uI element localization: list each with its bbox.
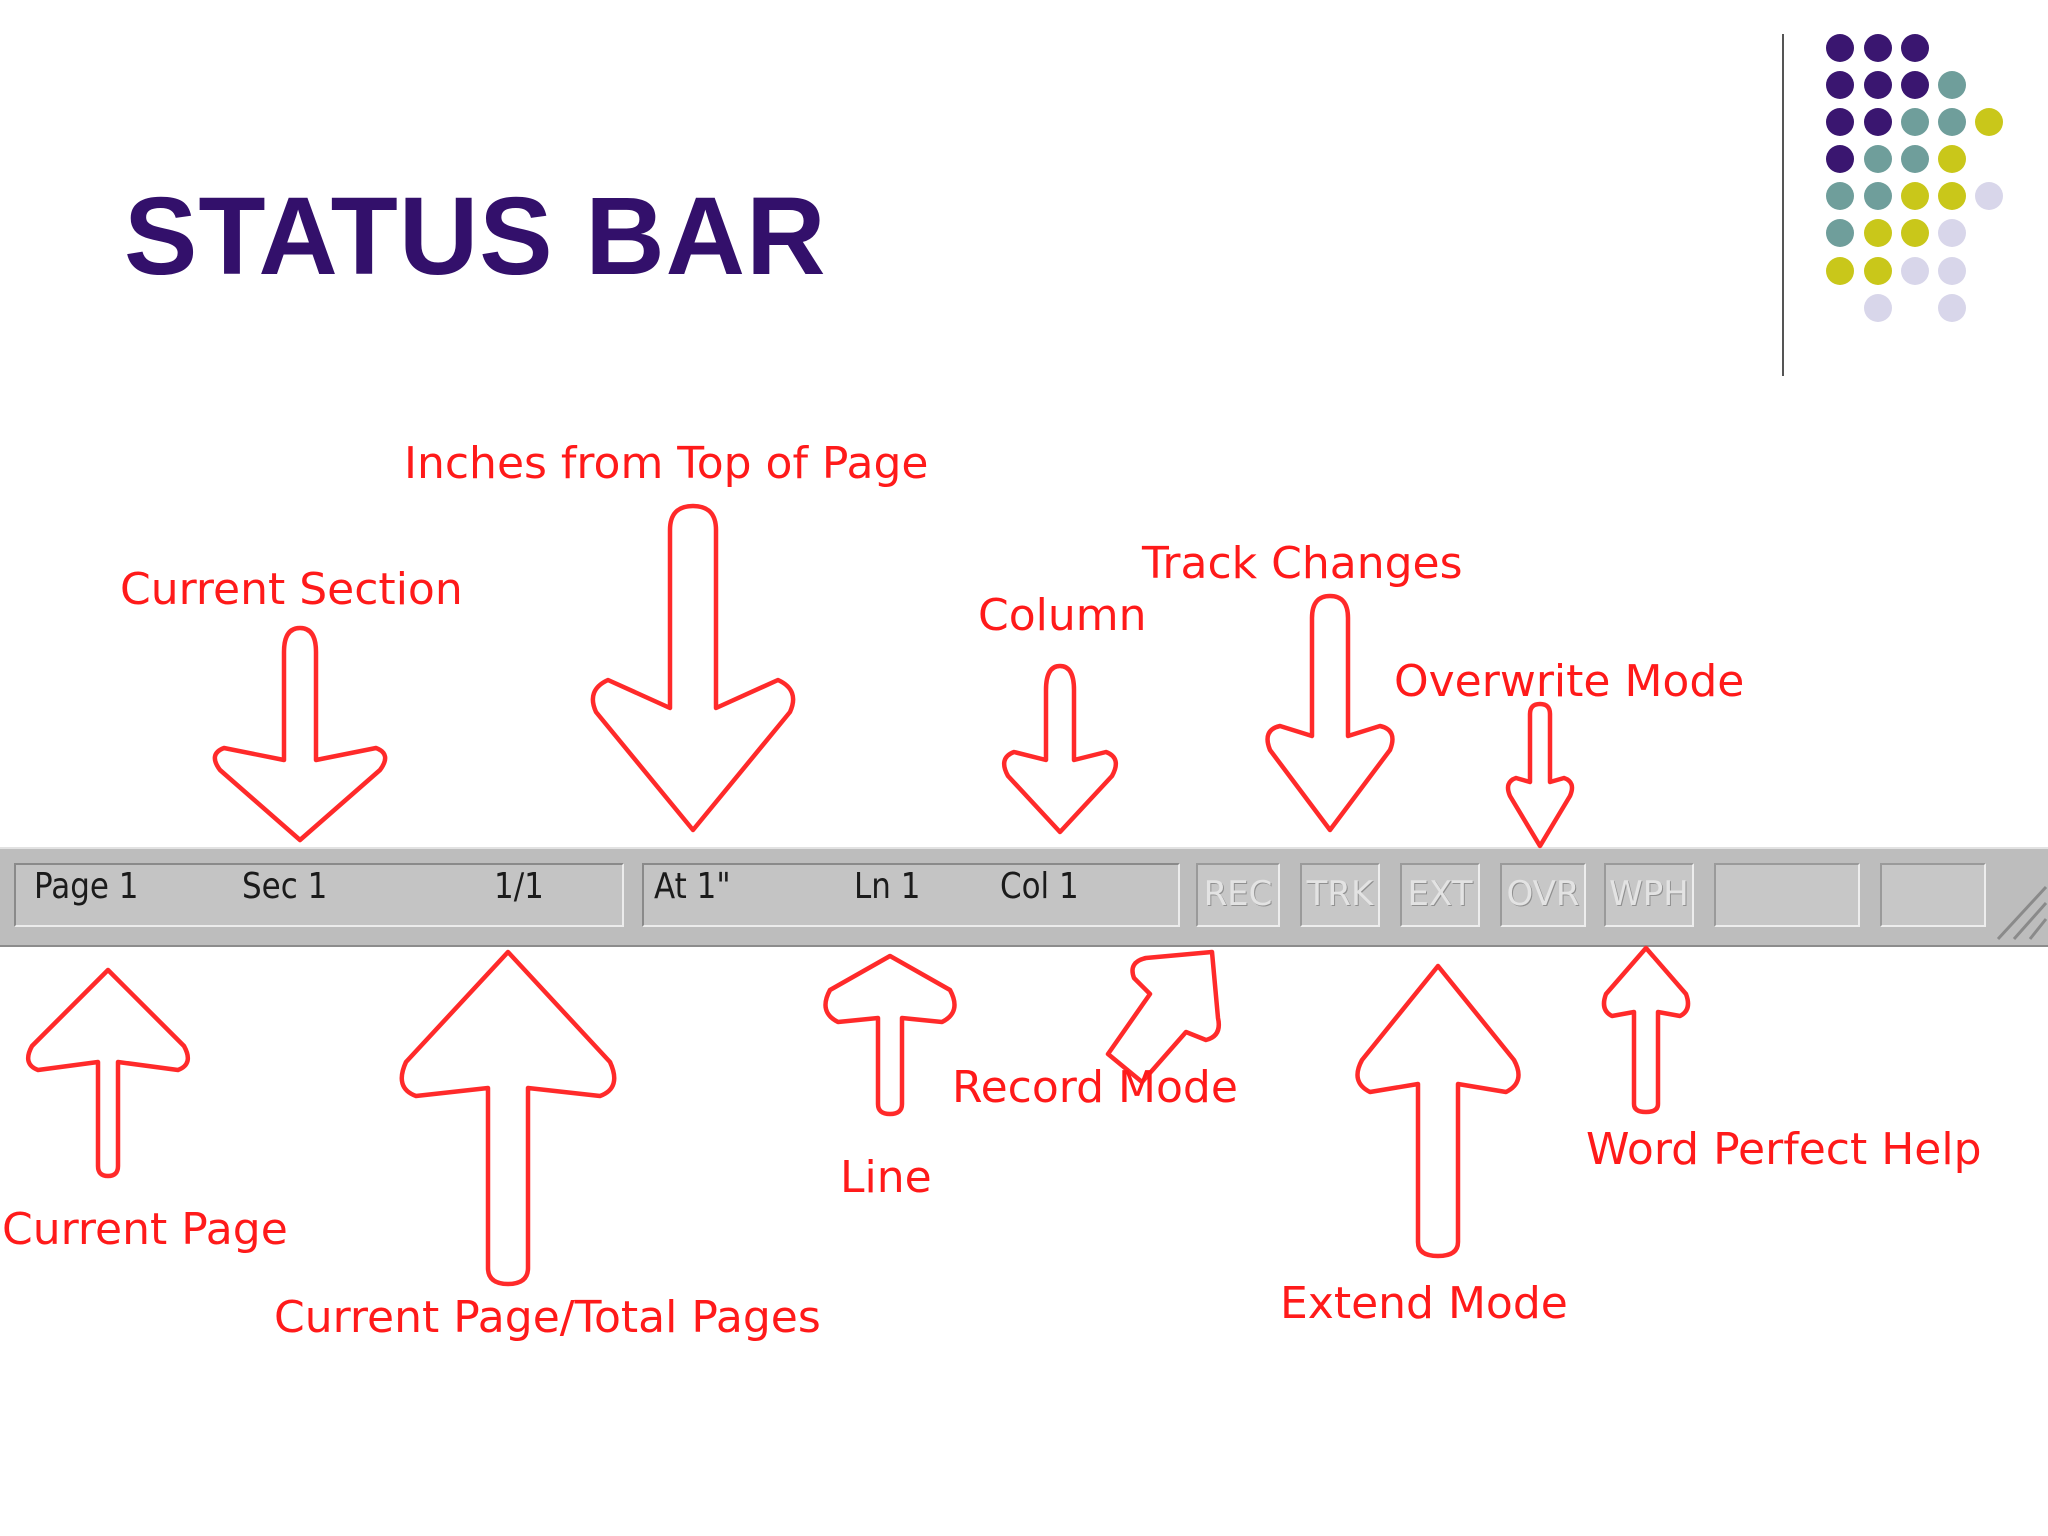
annotation-current-section: Current Section xyxy=(120,564,463,615)
dot xyxy=(1901,145,1929,173)
annotation-extend-mode: Extend Mode xyxy=(1280,1278,1568,1329)
line-indicator: Ln 1 xyxy=(854,866,921,907)
down-arrow-icon xyxy=(212,625,388,843)
annotation-word-perfect-help: Word Perfect Help xyxy=(1586,1124,1982,1175)
dot xyxy=(1938,182,1966,210)
column-indicator: Col 1 xyxy=(1000,866,1079,907)
dot xyxy=(1901,219,1929,247)
dot xyxy=(1864,145,1892,173)
empty-status-panel xyxy=(1714,863,1860,927)
at-indicator: At 1" xyxy=(654,866,731,907)
annotation-current-page-total: Current Page/Total Pages xyxy=(274,1292,821,1343)
wph-indicator[interactable]: WPH xyxy=(1604,863,1694,927)
dot xyxy=(1826,34,1854,62)
dot xyxy=(1938,108,1966,136)
dot xyxy=(1938,71,1966,99)
dot xyxy=(1826,145,1854,173)
ext-indicator[interactable]: EXT xyxy=(1400,863,1480,927)
status-panel-position[interactable] xyxy=(642,863,1180,927)
dot xyxy=(1975,108,2003,136)
status-bar: Page 1 Sec 1 1/1 At 1" Ln 1 Col 1 REC TR… xyxy=(0,847,2048,947)
dot xyxy=(1938,257,1966,285)
dot xyxy=(1864,257,1892,285)
dot xyxy=(1826,219,1854,247)
rec-indicator[interactable]: REC xyxy=(1196,863,1280,927)
down-arrow-icon xyxy=(590,503,796,833)
up-arrow-icon xyxy=(399,949,617,1287)
dot xyxy=(1864,34,1892,62)
dot xyxy=(1826,257,1854,285)
annotation-column: Column xyxy=(978,590,1147,641)
up-arrow-icon xyxy=(1601,945,1691,1115)
dot xyxy=(1826,182,1854,210)
up-arrow-icon xyxy=(25,967,191,1179)
section-indicator: Sec 1 xyxy=(242,866,328,907)
dot xyxy=(1938,145,1966,173)
ovr-indicator[interactable]: OVR xyxy=(1500,863,1586,927)
annotation-track-changes: Track Changes xyxy=(1142,538,1463,589)
annotation-current-page: Current Page xyxy=(2,1204,288,1255)
dot xyxy=(1826,108,1854,136)
dot xyxy=(1938,219,1966,247)
annotation-inches-from-top: Inches from Top of Page xyxy=(404,438,929,489)
dot xyxy=(1864,182,1892,210)
up-arrow-icon xyxy=(823,953,957,1117)
dot xyxy=(1901,71,1929,99)
dot xyxy=(1975,182,2003,210)
up-arrow-icon xyxy=(1355,963,1521,1259)
trk-indicator[interactable]: TRK xyxy=(1300,863,1380,927)
dot xyxy=(1901,108,1929,136)
annotation-record-mode: Record Mode xyxy=(952,1062,1238,1113)
dot xyxy=(1826,71,1854,99)
dot xyxy=(1864,108,1892,136)
dot xyxy=(1901,182,1929,210)
page-indicator: Page 1 xyxy=(34,866,139,907)
status-panel-page[interactable] xyxy=(14,863,624,927)
divider-line xyxy=(1782,34,1784,376)
slide-title: STATUS BAR xyxy=(124,175,827,298)
resize-grip-icon[interactable] xyxy=(1988,879,2048,941)
dot xyxy=(1901,34,1929,62)
dot xyxy=(1864,71,1892,99)
page-total-indicator: 1/1 xyxy=(494,866,544,907)
dot xyxy=(1901,257,1929,285)
down-arrow-icon xyxy=(1265,593,1395,833)
dot xyxy=(1938,294,1966,322)
empty-status-panel xyxy=(1880,863,1986,927)
dot xyxy=(1864,294,1892,322)
dot xyxy=(1864,219,1892,247)
annotation-line: Line xyxy=(840,1152,932,1203)
down-arrow-icon xyxy=(1505,701,1575,849)
annotation-overwrite-mode: Overwrite Mode xyxy=(1394,656,1745,707)
down-arrow-icon xyxy=(1001,663,1119,835)
